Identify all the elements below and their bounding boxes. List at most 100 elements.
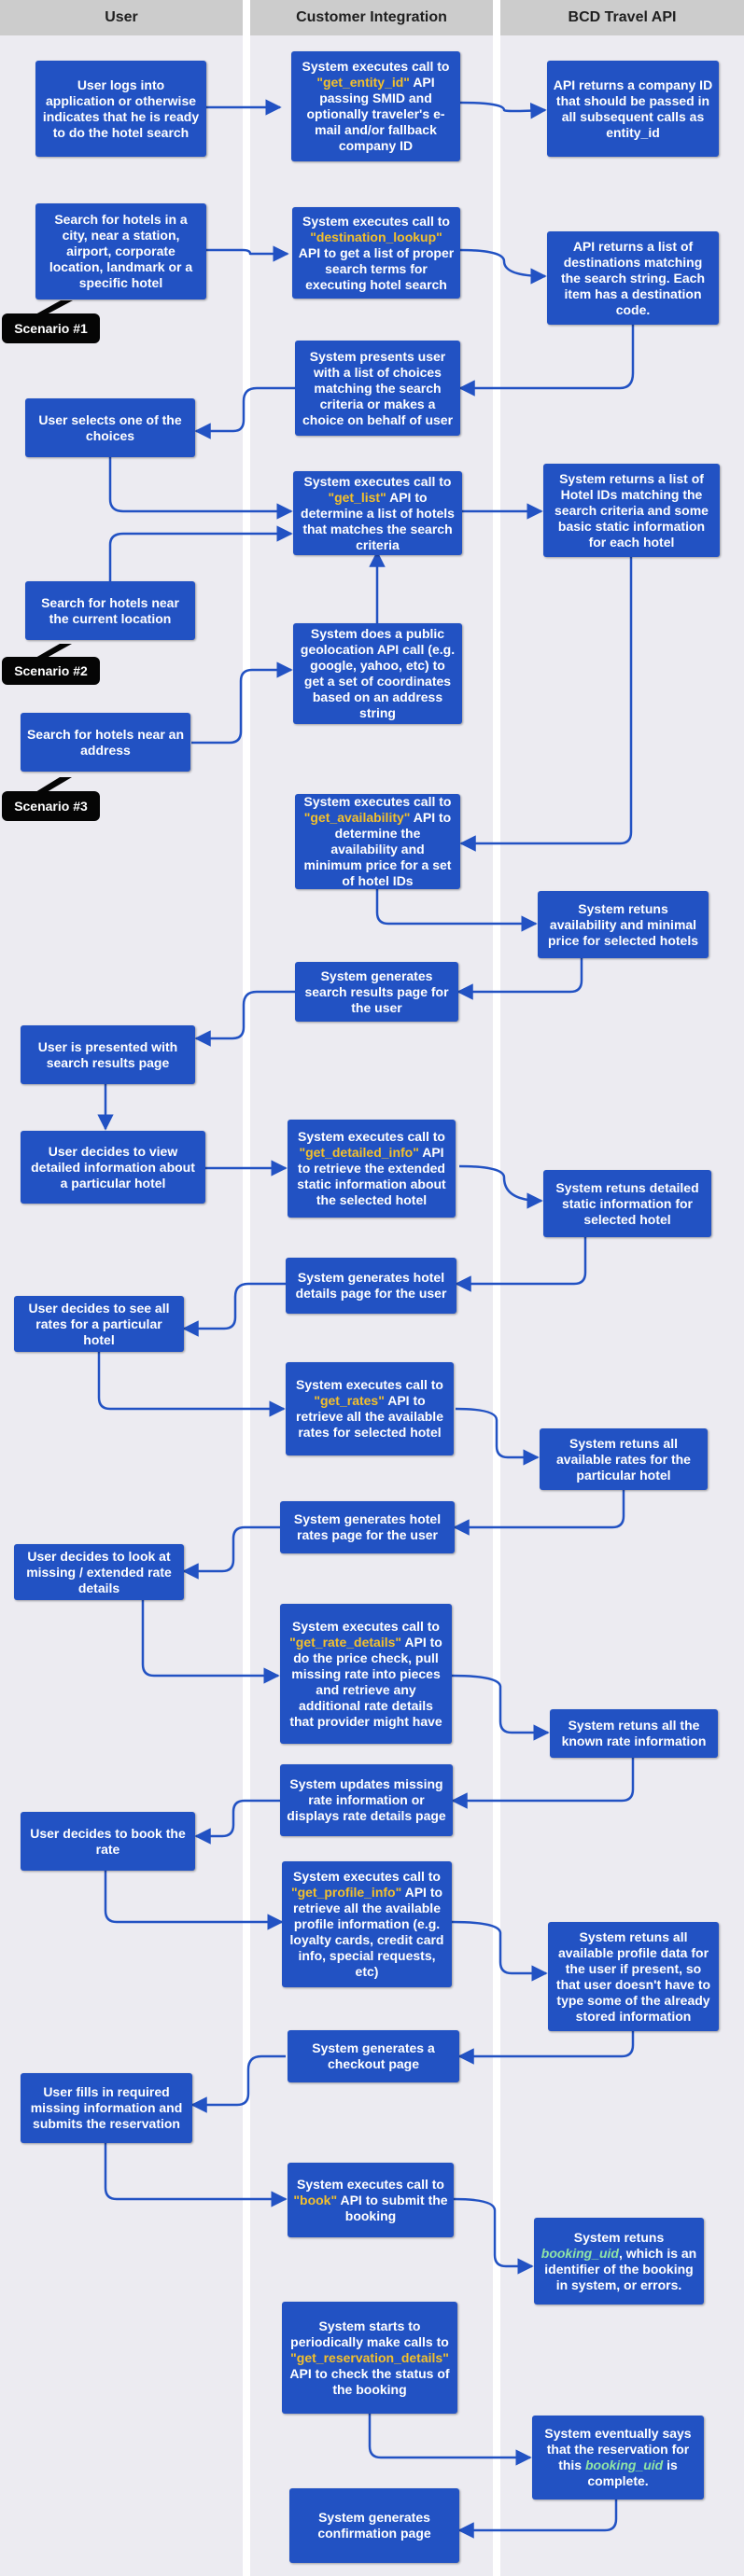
- ci-step-get-availability: System executes call to "get_availabilit…: [295, 794, 460, 889]
- arrow-b3-c6: [459, 556, 633, 852]
- scenario-3-tag: Scenario #3: [2, 791, 100, 821]
- ci-step-geolocation: System does a public geolocation API cal…: [293, 623, 462, 724]
- ci-step-get-entity-id-text: System executes call to "get_entity_id" …: [297, 59, 455, 154]
- ci-step-checkout-page-text: System generates a checkout page: [312, 2040, 435, 2071]
- ci-c10-pre: System executes call to: [296, 1377, 443, 1392]
- bcd-step-company-id: API returns a company ID that should be …: [547, 61, 719, 157]
- user-step-search-city: Search for hotels in a city, near a stat…: [35, 203, 206, 299]
- user-step-login: User logs into application or otherwise …: [35, 61, 206, 157]
- ci-c14-post: API to retrieve all the available profil…: [289, 1885, 444, 1979]
- bcd-step-booking-uid: System retuns booking_uid, which is an i…: [534, 2218, 704, 2304]
- ci-c17-post: API to check the status of the booking: [289, 2365, 450, 2397]
- user-step-view-details: User decides to view detailed informatio…: [21, 1131, 205, 1204]
- scenario-1-tag: Scenario #1: [2, 313, 100, 343]
- bcd-step-destinations: API returns a list of destinations match…: [547, 231, 719, 325]
- bcd-step-known-rate-info: System retuns all the known rate informa…: [550, 1709, 718, 1758]
- api-name-get-reservation-details: "get_reservation_details": [290, 2349, 449, 2365]
- bcd-step-available-rates: System retuns all available rates for th…: [540, 1428, 708, 1490]
- ci-step-get-rates: System executes call to "get_rates" API …: [286, 1362, 454, 1455]
- lane-bcd-travel-api: [500, 0, 744, 2576]
- lane-header-bcd-travel-api: BCD Travel API: [500, 0, 744, 35]
- user-step-view-details-text: User decides to view detailed informatio…: [31, 1143, 195, 1191]
- user-step-book-rate-text: User decides to book the rate: [30, 1825, 186, 1857]
- ci-step-get-reservation-details-text: System starts to periodically make calls…: [288, 2318, 452, 2398]
- user-step-see-rates-text: User decides to see all rates for a part…: [28, 1300, 170, 1347]
- bcd-step-destinations-text: API returns a list of destinations match…: [560, 238, 706, 317]
- ci-c12-post: API to do the price check, pull missing …: [289, 1634, 442, 1729]
- bcd-step-availability-text: System retuns availability and minimal p…: [547, 900, 699, 948]
- ci-step-geolocation-text: System does a public geolocation API cal…: [300, 626, 456, 720]
- api-name-get-rate-details: "get_rate_details": [289, 1634, 402, 1650]
- arrow-c2-b2: [458, 248, 547, 285]
- user-step-book-rate: User decides to book the rate: [21, 1812, 195, 1871]
- ci-step-present-choices: System presents user with a list of choi…: [295, 341, 460, 436]
- arrow-c15-u11: [190, 2054, 286, 2113]
- ci-step-get-rates-text: System executes call to "get_rates" API …: [291, 1377, 448, 1441]
- user-step-see-rates: User decides to see all rates for a part…: [14, 1296, 184, 1352]
- lane-header-user: User: [0, 0, 243, 35]
- arrow-c7-u6: [194, 990, 295, 1047]
- bcd-b9-pre: System retuns: [573, 2229, 665, 2245]
- api-name-get-availability: "get_availability": [303, 810, 411, 825]
- arrow-c9-u8: [182, 1282, 286, 1337]
- ci-step-hotel-details-page-text: System generates hotel details page for …: [295, 1270, 447, 1301]
- user-step-login-text: User logs into application or otherwise …: [42, 77, 200, 140]
- arrow-u10-c14: [104, 1871, 284, 1930]
- ci-step-search-results-page-text: System generates search results page for…: [304, 968, 449, 1015]
- ci-c17-pre: System starts to periodically make calls…: [290, 2318, 449, 2349]
- arrow-c13-u10: [194, 1799, 280, 1845]
- arrow-c12-b7: [451, 1674, 550, 1741]
- booking-uid-term-2: booking_uid: [584, 2458, 664, 2472]
- api-name-get-detailed-info: "get_detailed_info": [299, 1145, 419, 1160]
- bcd-b10-post: is complete.: [587, 2458, 678, 2488]
- ci-c10-post: API to retrieve all the available rates …: [296, 1393, 443, 1440]
- ci-step-get-list-text: System executes call to "get_list" API t…: [299, 474, 456, 553]
- user-step-submit-reservation: User fills in required missing informati…: [21, 2073, 192, 2143]
- ci-step-confirmation-page-text: System generates confirmation page: [317, 2510, 431, 2541]
- ci-c12-pre: System executes call to: [292, 1618, 440, 1634]
- user-step-search-results-text: User is presented with search results pa…: [37, 1038, 178, 1070]
- ci-step-confirmation-page: System generates confirmation page: [289, 2488, 459, 2563]
- ci-step-get-profile-info-text: System executes call to "get_profile_inf…: [288, 1869, 446, 1980]
- bcd-step-profile-data: System retuns all available profile data…: [548, 1922, 719, 2031]
- user-step-search-results: User is presented with search results pa…: [21, 1025, 195, 1084]
- ci-step-get-availability-text: System executes call to "get_availabilit…: [301, 794, 455, 889]
- ci-c6-post: API to determine the availability and mi…: [303, 810, 452, 888]
- ci-c6-pre: System executes call to: [303, 794, 452, 809]
- bcd-step-profile-data-text: System retuns all available profile data…: [555, 1929, 711, 2024]
- arrow-u3-c4: [108, 457, 293, 520]
- ci-c2-post: API to get a list of proper search terms…: [298, 244, 455, 292]
- arrow-u4-c4: [108, 525, 293, 582]
- arrow-b5-c9: [455, 1236, 587, 1292]
- ci-c8-post: API to retrieve the extended static info…: [297, 1145, 446, 1207]
- bcd-step-reservation-complete: System eventually says that the reservat…: [532, 2416, 704, 2499]
- lane-header-customer-integration: Customer Integration: [250, 0, 493, 35]
- bcd-step-company-id-text: API returns a company ID that should be …: [553, 77, 713, 140]
- scenario-2-tag: Scenario #2: [2, 657, 100, 685]
- arrow-c3-u3: [194, 386, 295, 439]
- arrow-u5-c5: [191, 661, 293, 745]
- bcd-step-detailed-static-info-text: System retuns detailed static informatio…: [555, 1179, 699, 1227]
- ci-step-hotel-rates-page-text: System generates hotel rates page for th…: [293, 1511, 442, 1542]
- ci-step-hotel-rates-page: System generates hotel rates page for th…: [280, 1501, 455, 1553]
- user-step-search-city-text: Search for hotels in a city, near a stat…: [49, 212, 193, 290]
- user-step-rate-details-text: User decides to look at missing / extend…: [26, 1548, 172, 1595]
- api-name-book: "book": [293, 2192, 338, 2207]
- user-step-search-address: Search for hotels near an address: [21, 713, 190, 772]
- arrow-c6-b4: [375, 886, 538, 932]
- ci-c1-post: API passing SMID and optionally traveler…: [306, 75, 445, 153]
- arrow-b4-c7: [456, 952, 583, 1000]
- ci-c14-pre: System executes call to: [293, 1869, 441, 1884]
- ci-step-destination-lookup-text: System executes call to "destination_loo…: [298, 214, 455, 293]
- user-step-search-address-text: Search for hotels near an address: [26, 726, 185, 758]
- bcd-step-reservation-complete-text: System eventually says that the reservat…: [538, 2426, 698, 2489]
- ci-c16-post: API to submit the booking: [337, 2192, 448, 2223]
- arrow-c8-b5: [458, 1164, 543, 1209]
- arrow-b10-c18: [457, 2499, 618, 2539]
- ci-step-book-text: System executes call to "book" API to su…: [293, 2177, 448, 2224]
- bcd-b9-post: , which is an identifier of the booking …: [544, 2245, 697, 2292]
- ci-step-get-detailed-info-text: System executes call to "get_detailed_in…: [293, 1129, 450, 1208]
- ci-step-update-rate-info: System updates missing rate information …: [280, 1764, 453, 1836]
- bcd-b10-pre: System eventually says that the reservat…: [544, 2426, 692, 2472]
